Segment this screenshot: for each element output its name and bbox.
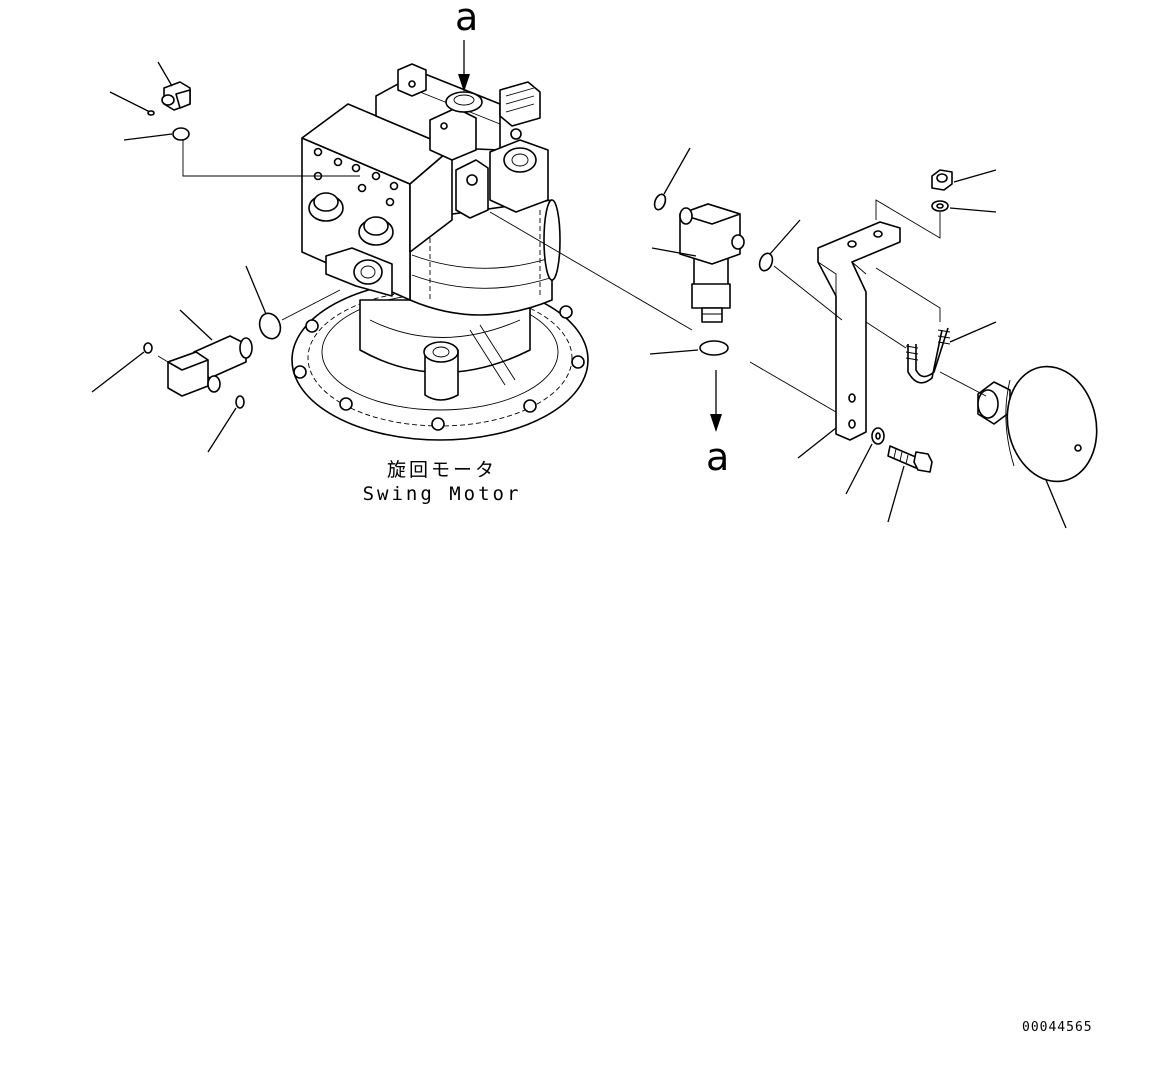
nut	[932, 170, 996, 190]
o-ring-center-right	[757, 220, 800, 273]
relief-valve-left	[309, 193, 343, 221]
washer-bottom	[846, 428, 884, 494]
o-ring-center-bottom	[650, 341, 728, 355]
bracket	[750, 222, 900, 458]
flange-bolt-holes	[294, 306, 584, 430]
washer-top	[932, 201, 996, 212]
view-arrow-bottom	[710, 370, 722, 432]
o-ring-left-large	[246, 266, 340, 342]
swing-motor-caption: 旋回モータ Swing Motor	[362, 458, 522, 506]
o-ring-center-top	[653, 148, 690, 211]
swing-motor-label-jp: 旋回モータ	[386, 459, 497, 481]
elbow-fitting-top-left	[158, 62, 190, 110]
pressure-sensor-center	[652, 204, 744, 322]
view-arrow-top	[458, 40, 470, 92]
o-ring-left-small-bottom	[208, 396, 244, 452]
relief-valve-right	[359, 217, 393, 245]
leader-motor-to-sensor	[490, 212, 692, 330]
view-marker-bottom-label: a	[706, 435, 730, 479]
accumulator	[940, 358, 1107, 528]
pressure-switch-left	[158, 310, 252, 396]
swing-motor-assembly	[292, 64, 588, 440]
pin-top-left	[110, 92, 154, 115]
o-ring-left-small-top	[92, 343, 152, 392]
view-marker-top-label: a	[455, 0, 479, 39]
u-bolt	[866, 268, 996, 383]
swing-motor-label-en: Swing Motor	[362, 483, 522, 505]
leader-nut-to-bracket	[876, 200, 940, 238]
document-number: 00044565	[1022, 1020, 1093, 1035]
bolt	[888, 446, 932, 522]
o-ring-top-left	[124, 128, 360, 176]
